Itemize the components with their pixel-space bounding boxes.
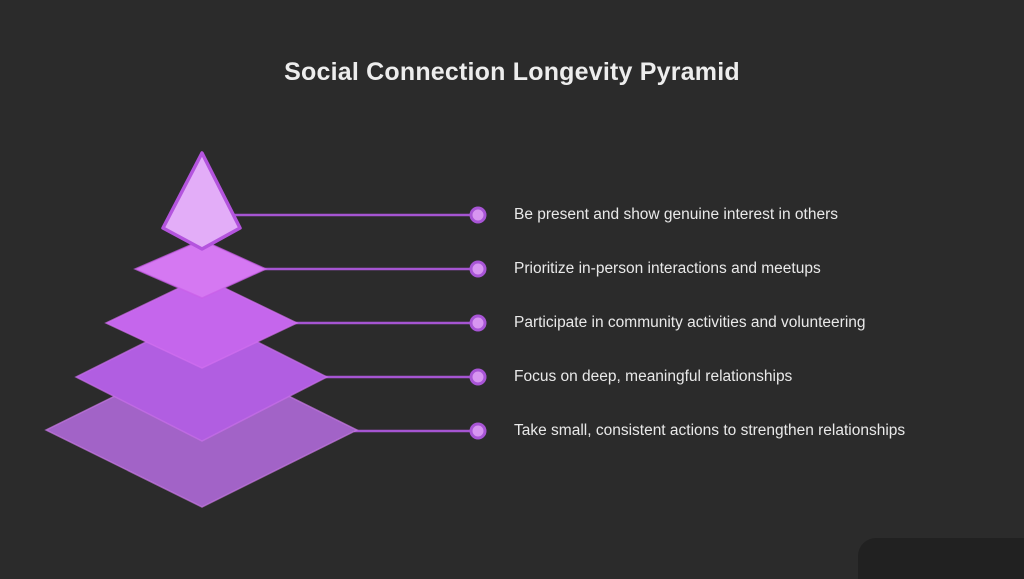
pyramid-level-5-edge: [44, 352, 359, 508]
connector-dot-2: [471, 262, 485, 276]
page-title: Social Connection Longevity Pyramid: [284, 58, 740, 86]
pyramid-level-2-edge: [133, 239, 268, 299]
connector-dot-5: [471, 424, 485, 438]
level-label-1: Be present and show genuine interest in …: [514, 206, 838, 223]
connector-dot-3-ring: [469, 314, 487, 332]
connector-dot-1: [471, 208, 485, 222]
level-label-3: Participate in community activities and …: [514, 314, 866, 331]
connector-dot-3: [471, 316, 485, 330]
pyramid-level-1-edge: [161, 151, 242, 251]
connector-dot-4-ring: [469, 368, 487, 386]
connector-dot-1-ring: [469, 206, 487, 224]
connector-dot-5-ring: [469, 422, 487, 440]
pyramid-level-1: [163, 153, 240, 249]
connector-dot-4: [471, 370, 485, 384]
pyramid-level-3-edge: [104, 276, 299, 369]
connector-dot-2-ring: [469, 260, 487, 278]
level-label-2: Prioritize in-person interactions and me…: [514, 260, 821, 277]
pyramid-level-4-edge: [74, 313, 329, 442]
level-label-4: Focus on deep, meaningful relationships: [514, 368, 793, 385]
level-label-5: Take small, consistent actions to streng…: [514, 422, 906, 439]
watermark-box: [858, 538, 1024, 579]
